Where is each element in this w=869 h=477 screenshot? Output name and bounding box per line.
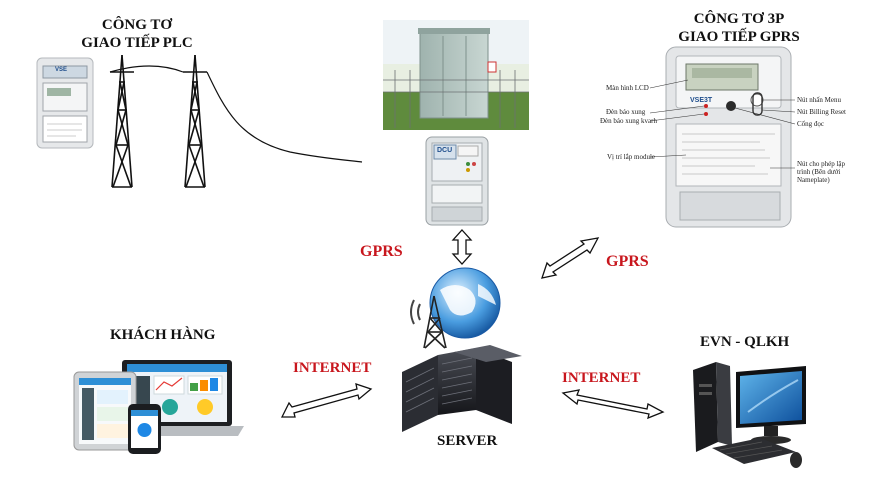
internet-label-left: INTERNET — [293, 360, 372, 376]
customer-label: KHÁCH HÀNG — [110, 327, 216, 343]
transformer-cabinet-photo — [383, 20, 529, 130]
server-image — [402, 345, 522, 432]
plc-meter-title-line2: GIAO TIẾP PLC — [81, 35, 193, 51]
power-line-towers — [109, 54, 363, 188]
customer-devices — [73, 360, 244, 454]
plc-meter-title: CÔNG TƠ GIAO TIẾP PLC — [62, 16, 212, 52]
annotation-pulse-kvarh: Đèn báo xung kvarh — [600, 117, 657, 125]
evn-computer — [693, 362, 806, 468]
plc-meter-image — [36, 57, 94, 149]
annotation-billing-btn: Nút Billing Reset — [797, 108, 846, 116]
annotation-lcd: Màn hình LCD — [606, 84, 649, 92]
arrows — [280, 229, 665, 420]
annotation-program-btn: Nút cho phép lập trình (Bên dưới Namepla… — [797, 160, 846, 184]
annotation-optical-port: Cổng đọc — [797, 120, 825, 128]
dcu-device — [425, 136, 489, 226]
internet-label-right: INTERNET — [562, 370, 641, 386]
gprs-meter-title-line2: GIAO TIẾP GPRS — [678, 29, 800, 45]
plc-meter-title-line1: CÔNG TƠ — [101, 17, 173, 33]
annotation-pulse-led: Đèn báo xung — [606, 108, 646, 116]
gprs-label-left: GPRS — [360, 243, 403, 260]
gprs-meter-brand: VSE3T — [690, 97, 713, 104]
telecom-tower-globe — [410, 267, 501, 349]
gprs-meter-image — [649, 46, 796, 228]
evn-label: EVN - QLKH — [700, 334, 790, 350]
gprs-meter-title-line1: CÔNG TƠ 3P — [693, 11, 785, 27]
server-label: SERVER — [437, 433, 498, 449]
annotation-module-pos: Vị trí lắp module — [607, 153, 656, 161]
plc-meter-brand: VSE — [55, 67, 68, 73]
gprs-label-right: GPRS — [606, 253, 649, 270]
gprs-meter-title: CÔNG TƠ 3P GIAO TIẾP GPRS — [660, 10, 818, 46]
annotation-menu-btn: Nút nhấn Menu — [797, 96, 841, 104]
dcu-label: DCU — [437, 147, 453, 154]
